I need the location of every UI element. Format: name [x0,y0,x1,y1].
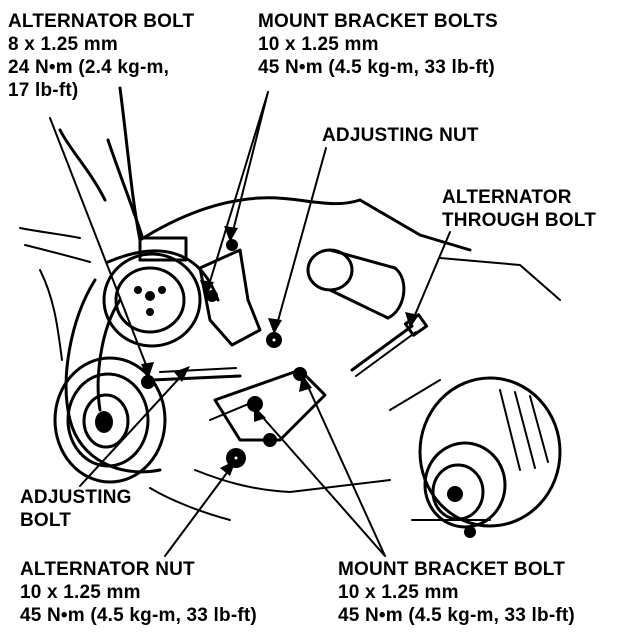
pump-pulley [102,236,202,348]
mount-bracket-bolts-size: 10 x 1.25 mm [258,34,379,55]
mount-bracket [209,367,327,447]
adjusting-bolt-label: ADJUSTING BOLT [20,486,132,532]
alternator-bolt-label: ALTERNATOR BOLT 8 x 1.25 mm 24 N•m (2.4 … [8,10,194,102]
alternator-through-bolt-line2: THROUGH BOLT [442,210,597,231]
mount-bracket-bolts-title: MOUNT BRACKET BOLTS [258,11,498,32]
oil-filter [306,248,406,320]
mount-bracket-bolt-title: MOUNT BRACKET BOLT [338,559,565,580]
alternator-nut-torque: 45 N•m (4.5 kg-m, 33 lb-ft) [20,605,257,626]
alternator-nut-size: 10 x 1.25 mm [20,582,141,603]
adjusting-nut-title: ADJUSTING NUT [322,125,479,146]
mount-bracket-bolts-label: MOUNT BRACKET BOLTS 10 x 1.25 mm 45 N•m … [258,10,498,79]
adjusting-bolt-line1: ADJUSTING [20,487,132,508]
adjusting-nut-label: ADJUSTING NUT [322,124,479,147]
adjusting-bolt-line2: BOLT [20,510,72,531]
alternator [411,376,562,538]
engine-block [19,86,561,521]
alternator-bolt-title: ALTERNATOR BOLT [8,11,195,32]
mount-bracket-bolt-torque: 45 N•m (4.5 kg-m, 33 lb-ft) [338,605,575,626]
crank-pulley [53,356,167,484]
alternator-nut-title: ALTERNATOR NUT [20,559,195,580]
alternator-bolt-torque-line2: 17 lb-ft) [8,80,79,101]
adjusting-bracket [141,239,262,389]
mount-bracket-bolts-torque: 45 N•m (4.5 kg-m, 33 lb-ft) [258,57,495,78]
mount-bracket-bolt-size: 10 x 1.25 mm [338,582,459,603]
alternator-nut-label: ALTERNATOR NUT 10 x 1.25 mm 45 N•m (4.5 … [20,558,257,627]
leader-lines [49,91,451,557]
adjusting-nut [266,332,282,348]
mount-bracket-bolt-label: MOUNT BRACKET BOLT 10 x 1.25 mm 45 N•m (… [338,558,575,627]
alternator-bolt-torque-line1: 24 N•m (2.4 kg-m, [8,57,170,78]
through-bolt [350,313,429,377]
alternator-bolt-size: 8 x 1.25 mm [8,34,118,55]
alternator-through-bolt-label: ALTERNATOR THROUGH BOLT [442,186,596,232]
alternator-through-bolt-line1: ALTERNATOR [442,187,572,208]
